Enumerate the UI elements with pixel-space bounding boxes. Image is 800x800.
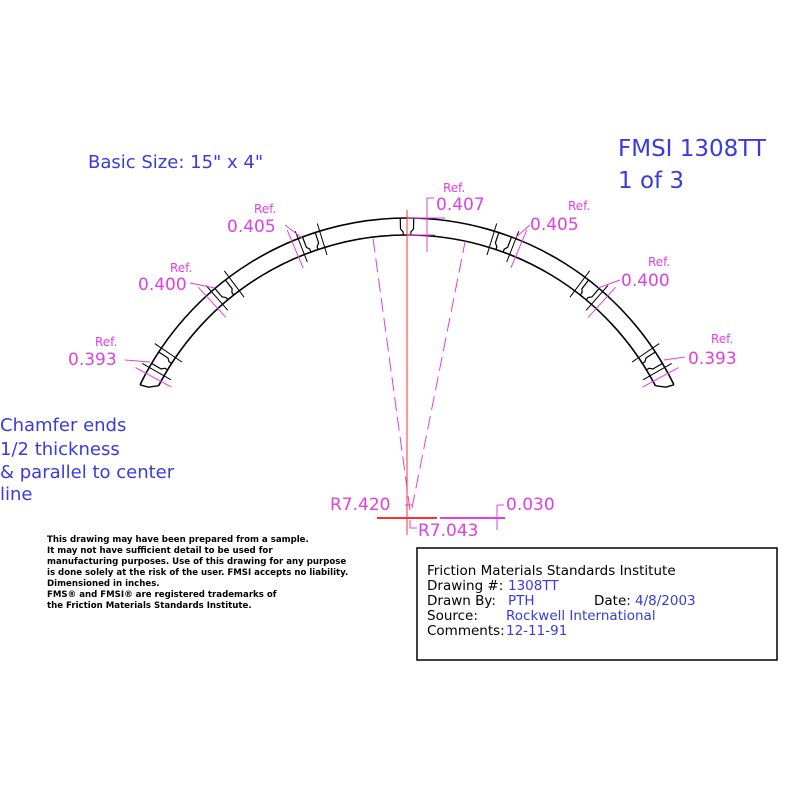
groove xyxy=(494,232,513,253)
leader-line xyxy=(284,224,303,239)
chamfer-note: Chamfer ends 1/2 thickness & parallel to… xyxy=(0,415,175,505)
leader-line xyxy=(663,356,686,361)
fmsi-number: FMSI 1308TT xyxy=(618,136,767,162)
svg-text:& parallel to center: & parallel to center xyxy=(0,462,175,483)
svg-text:the Friction Materials Standar: the Friction Materials Standards Institu… xyxy=(47,601,252,611)
dim-offset: 0.030 xyxy=(506,495,555,515)
svg-text:This drawing may have been pre: This drawing may have been prepared from… xyxy=(47,535,309,545)
groove xyxy=(579,279,600,301)
dim-right-1: 0.405 xyxy=(530,215,579,235)
ref-label: Ref. xyxy=(711,332,733,346)
dim-outer-radius: R7.420 xyxy=(330,495,390,515)
leader-line xyxy=(189,282,216,289)
thickness-dim-line xyxy=(286,229,304,269)
svg-text:Date:: Date: xyxy=(594,593,631,609)
thickness-dim-line xyxy=(587,286,617,318)
ref-label: Ref. xyxy=(568,199,590,213)
groove-extension xyxy=(142,362,172,381)
dim-top-thickness: 0.407 xyxy=(436,195,485,215)
comments: 12-11-91 xyxy=(506,623,567,639)
groove xyxy=(151,351,172,371)
leader-line xyxy=(597,279,621,289)
svg-text:Drawing #:: Drawing #: xyxy=(427,578,503,594)
source: Rockwell International xyxy=(506,608,656,624)
dim-inner-radius: R7.043 xyxy=(418,521,478,541)
title-block: Friction Materials Standards Institute D… xyxy=(416,547,778,661)
thickness-dim-line xyxy=(510,229,528,269)
svg-text:Comments:: Comments: xyxy=(427,623,505,639)
dim-left-3: 0.393 xyxy=(68,350,117,370)
dimension-lines xyxy=(124,197,686,530)
groove-extension xyxy=(316,223,328,256)
groove-extension xyxy=(486,223,498,256)
groove xyxy=(399,218,415,236)
groove-extension xyxy=(223,270,245,298)
svg-text:1/2 thickness: 1/2 thickness xyxy=(0,439,120,460)
thickness-dim-line xyxy=(197,286,227,318)
org-name: Friction Materials Standards Institute xyxy=(427,563,676,579)
ref-label: Ref. xyxy=(443,181,465,195)
radius-line-outer xyxy=(372,237,411,511)
basic-size: Basic Size: 15" x 4" xyxy=(88,152,263,173)
dim-right-3: 0.393 xyxy=(688,349,737,369)
groove xyxy=(214,279,235,301)
sheet-number: 1 of 3 xyxy=(618,168,684,194)
groove-extension xyxy=(154,343,183,363)
svg-text:Source:: Source: xyxy=(427,608,478,624)
groove xyxy=(642,351,663,371)
ref-label: Ref. xyxy=(170,261,192,275)
svg-text:Dimensioned in inches.: Dimensioned in inches. xyxy=(47,579,160,589)
ref-label: Ref. xyxy=(95,335,117,349)
thickness-dim-line xyxy=(426,197,434,252)
svg-text:is done solely at the risk of: is done solely at the risk of the user. … xyxy=(47,568,348,578)
ref-label: Ref. xyxy=(254,202,276,216)
svg-text:It may not have sufficient det: It may not have sufficient detail to be … xyxy=(47,546,273,556)
dim-left-2: 0.400 xyxy=(138,275,187,295)
groove-extension xyxy=(642,362,672,381)
date: 4/8/2003 xyxy=(635,593,696,609)
dim-right-2: 0.400 xyxy=(621,271,670,291)
leader-line xyxy=(124,359,151,363)
chamfer-left xyxy=(139,384,159,388)
dim-left-1: 0.405 xyxy=(227,217,276,237)
groove-extension xyxy=(585,285,609,311)
groove-extension xyxy=(631,343,660,363)
thickness-dim-line xyxy=(135,367,172,388)
radius-leader xyxy=(405,504,417,529)
svg-text:line: line xyxy=(0,484,32,505)
groove-extension xyxy=(569,270,591,298)
disclaimer: This drawing may have been prepared from… xyxy=(47,535,348,611)
groove-extension xyxy=(294,231,308,263)
ref-label: Ref. xyxy=(648,255,670,269)
groove xyxy=(301,232,320,253)
chamfer-right xyxy=(655,384,675,388)
drawing-number: 1308TT xyxy=(508,578,559,594)
groove-extension xyxy=(205,285,229,311)
svg-text:Drawn By:: Drawn By: xyxy=(427,593,496,609)
leader-line xyxy=(514,224,531,239)
svg-text:Chamfer ends: Chamfer ends xyxy=(0,415,126,436)
radius-line-inner xyxy=(411,241,466,509)
drawn-by: PTH xyxy=(508,593,535,609)
svg-text:manufacturing purposes. Use o: manufacturing purposes. Use of this draw… xyxy=(47,557,346,567)
svg-text:FMS® and FMSI® are registered: FMS® and FMSI® are registered trademarks… xyxy=(47,590,277,600)
thickness-dim-line xyxy=(642,367,679,388)
